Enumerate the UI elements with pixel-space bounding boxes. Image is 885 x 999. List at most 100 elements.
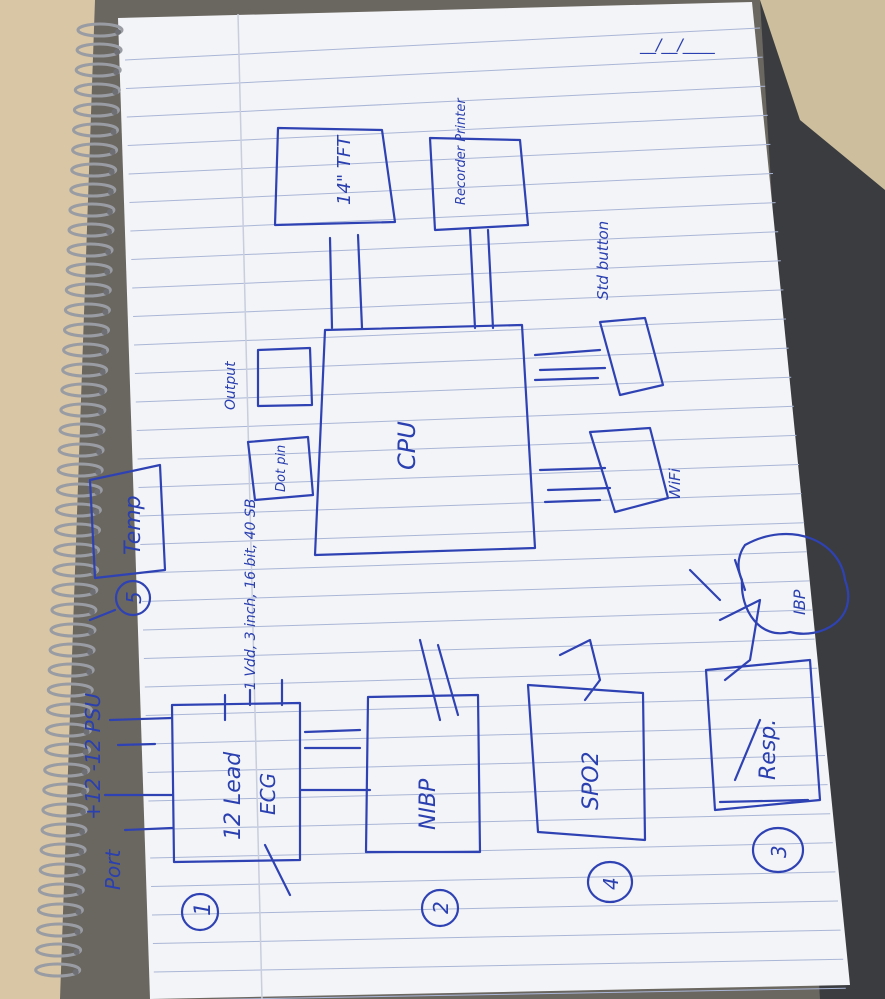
spiral-coil: [49, 622, 97, 638]
spiral-coil: [38, 862, 86, 878]
rule-line: [137, 434, 797, 460]
spiral-coil: [67, 222, 115, 238]
spiral-coil: [36, 922, 83, 938]
rule-line: [125, 56, 763, 89]
wifi-block: WiFi: [538, 426, 684, 514]
spiral-coil: [43, 762, 91, 778]
spiral-hole: [111, 109, 118, 115]
ecg-number: 1: [191, 902, 216, 916]
margin-line: [237, 13, 263, 999]
resp-block: Resp. 3: [704, 598, 822, 874]
spiral-hole: [104, 269, 111, 275]
spiral-hole: [83, 729, 90, 735]
rule-line: [138, 464, 800, 488]
spiral-hole: [103, 289, 110, 295]
spiral-coil: [44, 742, 92, 758]
output-block: Output: [223, 346, 314, 410]
spiral-hole: [78, 849, 85, 855]
rule-line: [142, 609, 813, 631]
spiral-hole: [88, 609, 95, 615]
spiral-coil: [63, 302, 111, 318]
rule-line: [151, 900, 839, 916]
nibp-block: NIBP 2: [364, 638, 482, 928]
spiral-coil: [59, 402, 107, 418]
spiral-coil: [71, 142, 119, 158]
rule-line: [127, 114, 768, 146]
rule-line: [133, 318, 787, 346]
spo2-number: 4: [599, 877, 623, 890]
recorder-label: Recorder Printer: [454, 97, 469, 205]
spiral-hole: [99, 369, 106, 375]
spiral-coil: [72, 122, 119, 138]
rule-line: [150, 842, 833, 859]
psu-note: +12 -12 PSU: [81, 693, 105, 820]
spiral-binding: [34, 22, 124, 978]
cpu-block: CPU: [313, 228, 537, 557]
spiral-hole: [89, 589, 96, 595]
rule-line: [135, 376, 792, 403]
spiral-hole: [97, 409, 104, 415]
spiral-coil: [65, 262, 113, 278]
ecg-side-note: 1 Vdd, 3 inch, 16 bit, 40 SB: [243, 499, 259, 690]
rule-line: [211, 987, 846, 999]
ibp-block: IBP: [688, 532, 850, 635]
desk-light-right: [760, 0, 885, 190]
cpu-label: CPU: [393, 421, 421, 470]
spiral-hole: [84, 709, 91, 715]
spiral-coil: [70, 162, 118, 178]
desk-wood: [0, 0, 95, 999]
spiral-coil: [76, 22, 124, 38]
spiral-hole: [97, 429, 103, 435]
spiral-hole: [98, 389, 105, 395]
nibp-number: 2: [429, 901, 453, 914]
spiral-hole: [100, 349, 107, 355]
rule-line: [136, 405, 794, 431]
spiral-coil: [75, 42, 123, 58]
spiral-coil: [48, 642, 96, 658]
spiral-coil: [45, 702, 93, 718]
spiral-coil: [42, 782, 90, 798]
dot-pin-label: Dot pin: [274, 445, 289, 492]
resp-number: 3: [767, 845, 791, 858]
ibp-label: IBP: [790, 589, 809, 615]
std-buttons-label: Std button: [594, 221, 612, 300]
port-note: Port: [101, 848, 125, 890]
spiral-hole: [80, 789, 87, 795]
spiral-coil: [54, 502, 102, 518]
ecg-label-2: ECG: [256, 773, 280, 815]
temp-label: Temp: [121, 495, 146, 555]
spiral-coil: [53, 542, 101, 558]
nibp-label: NIBP: [416, 778, 441, 830]
spiral-hole: [88, 629, 94, 635]
rule-line: [153, 958, 844, 973]
rule-line: [142, 580, 810, 602]
spiral-coil: [37, 882, 85, 898]
spiral-hole: [82, 749, 89, 755]
rule-line: [132, 260, 781, 289]
spiral-hole: [114, 49, 121, 55]
spiral-hole: [110, 129, 117, 135]
spiral-hole: [106, 229, 112, 235]
lcd-label: 14" TFT: [334, 134, 355, 205]
spiral-hole: [85, 689, 92, 695]
spiral-coil: [52, 562, 100, 578]
rule-line: [128, 143, 771, 175]
spiral-hole: [102, 309, 109, 315]
spiral-hole: [113, 69, 120, 75]
spiral-hole: [76, 889, 83, 895]
spiral-coil: [41, 802, 89, 818]
rule-line: [149, 813, 831, 830]
spiral-coil: [50, 602, 98, 618]
rule-line: [131, 231, 779, 260]
spiral-coil: [56, 462, 104, 478]
spiral-hole: [101, 329, 108, 335]
desk-dark-right: [760, 0, 885, 999]
temp-block: Temp 5: [88, 463, 167, 622]
dot-pin-block: Dot pin: [246, 435, 315, 502]
date-marks: __/__/____: [639, 35, 716, 55]
spiral-hole: [79, 829, 85, 835]
spiral-coil: [34, 962, 82, 978]
rule-line: [133, 289, 784, 317]
rule-line: [129, 173, 774, 203]
